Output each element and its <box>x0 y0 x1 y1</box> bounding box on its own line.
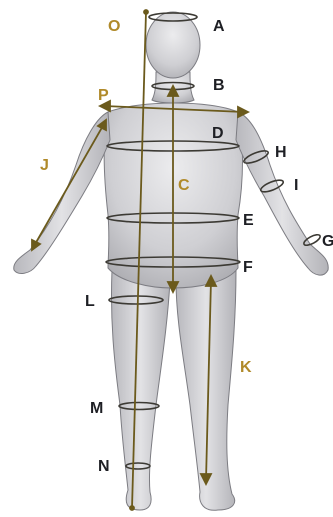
label-d: D <box>212 125 224 142</box>
label-a: A <box>213 18 225 35</box>
label-n: N <box>98 458 110 475</box>
label-c: C <box>178 177 190 194</box>
label-m: M <box>90 400 103 417</box>
label-o: O <box>108 18 120 35</box>
line-j-arm <box>34 124 104 246</box>
label-f: F <box>243 259 253 276</box>
head <box>146 12 200 78</box>
human-figure <box>14 12 328 510</box>
label-i: I <box>294 177 298 194</box>
line-o-top-dot <box>144 10 148 14</box>
label-j: J <box>40 157 49 174</box>
left-leg <box>111 270 170 510</box>
label-b: B <box>213 77 225 94</box>
line-o-bottom-dot <box>130 506 134 510</box>
label-l: L <box>85 293 95 310</box>
label-g: G <box>322 233 333 250</box>
line-p-arrow-right <box>238 107 248 117</box>
left-arm <box>14 112 110 273</box>
label-k: K <box>240 359 252 376</box>
label-h: H <box>275 144 287 161</box>
ring-g-wrist <box>302 233 321 248</box>
label-p: P <box>98 87 109 104</box>
label-e: E <box>243 212 254 229</box>
right-arm <box>236 112 328 275</box>
